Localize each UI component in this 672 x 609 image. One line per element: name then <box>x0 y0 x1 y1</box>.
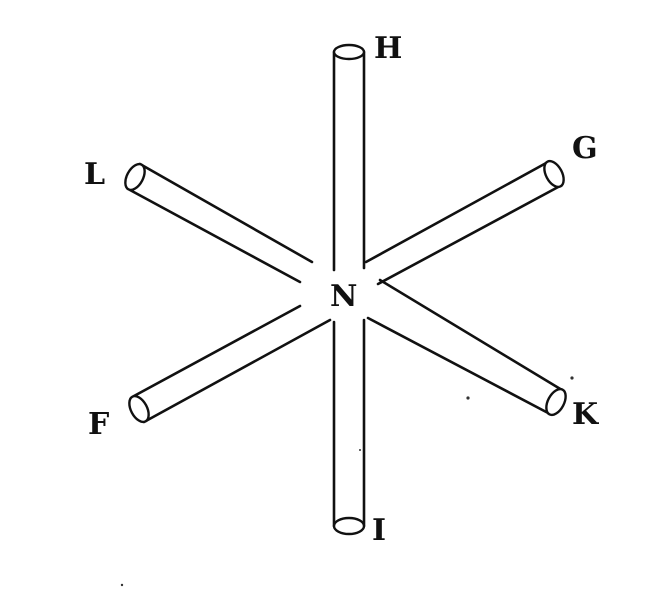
label-h: H <box>374 31 402 66</box>
label-k: K <box>572 397 599 432</box>
print-speck <box>120 583 124 587</box>
rod-end-upper-left <box>124 162 146 192</box>
rod-end-top <box>332 43 366 61</box>
rod-f-g <box>128 159 565 424</box>
print-speck <box>570 376 574 380</box>
rod-end-bottom <box>332 516 366 536</box>
rod-end-lower-right <box>545 387 567 417</box>
label-g: G <box>572 131 598 166</box>
rod-h-i <box>332 43 366 536</box>
rod-end-upper-right <box>543 159 565 189</box>
label-l: L <box>84 157 105 192</box>
label-n: N <box>330 279 357 314</box>
print-speck <box>466 396 470 400</box>
rod-l-k <box>124 162 567 417</box>
label-i: I <box>372 513 386 548</box>
rod-end-lower-left <box>128 394 150 424</box>
label-f: F <box>88 407 109 442</box>
print-speck <box>359 449 361 451</box>
